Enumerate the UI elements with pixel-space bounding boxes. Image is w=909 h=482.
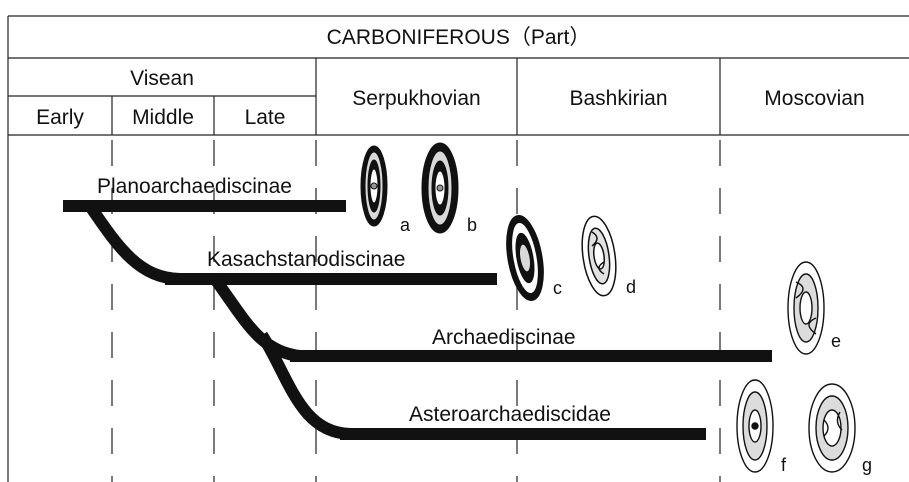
header-moscovian: Moscovian: [720, 88, 909, 109]
header-visean-early: Early: [8, 107, 112, 128]
branch-to-kasachstanodiscinae: [90, 206, 180, 279]
fossil-a-icon: [361, 146, 387, 226]
fossil-c-icon: [501, 213, 549, 304]
taxon-label-planoarchaediscinae: Planoarchaediscinae: [97, 176, 292, 197]
specimen-label-a: a: [400, 216, 410, 234]
fossil-f-icon: [737, 380, 773, 472]
table-title: CARBONIFEROUS（Part）: [8, 27, 909, 48]
specimen-label-d: d: [626, 278, 636, 296]
specimen-label-e: e: [831, 332, 841, 350]
branch-to-asteroarchaediscidae: [262, 335, 350, 434]
specimen-label-g: g: [862, 456, 872, 474]
fossil-d-icon: [578, 214, 621, 298]
branch-to-archaediscinae: [215, 279, 300, 356]
taxon-label-asteroarchaediscidae: Asteroarchaediscidae: [409, 404, 611, 425]
phylogeny-branches: [63, 206, 772, 434]
specimen-label-f: f: [781, 456, 786, 474]
fossil-b-icon: [422, 143, 458, 233]
header-visean-late: Late: [214, 107, 316, 128]
fossil-e-icon: [788, 262, 824, 354]
header-visean-middle: Middle: [112, 107, 214, 128]
specimen-label-c: c: [553, 279, 562, 297]
fossil-g-icon: [809, 384, 855, 472]
header-visean: Visean: [8, 68, 316, 89]
specimen-label-b: b: [467, 216, 477, 234]
header-serpukhovian: Serpukhovian: [316, 88, 517, 109]
taxon-label-archaediscinae: Archaediscinae: [432, 327, 576, 348]
header-bashkirian: Bashkirian: [517, 88, 720, 109]
taxon-label-kasachstanodiscinae: Kasachstanodiscinae: [207, 249, 405, 270]
